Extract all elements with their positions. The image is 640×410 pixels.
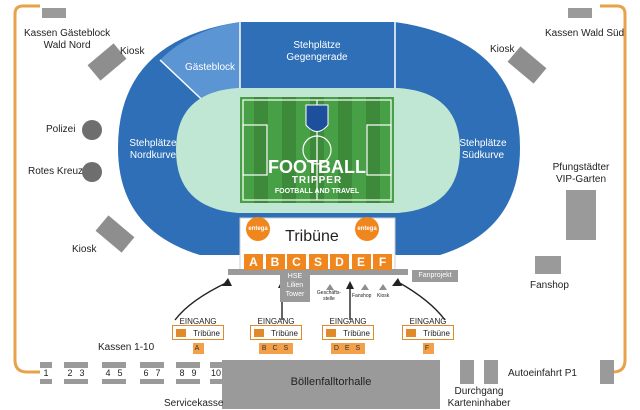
- geschaeftsstelle-label-2: stelle: [323, 296, 335, 302]
- fanshop-label: Fanshop: [530, 280, 569, 291]
- south-stand-label-1: Stehplätze: [459, 138, 507, 149]
- kasse-number: 10: [210, 368, 222, 379]
- north-stand-label-1: Stehplätze: [129, 138, 177, 149]
- hse-tower: [280, 270, 310, 302]
- kasse-number: 1: [40, 368, 52, 379]
- kasse-number: 7: [152, 368, 164, 379]
- sector-e[interactable]: E: [351, 254, 371, 270]
- main-stand-label: Tribüne: [285, 228, 339, 245]
- entrance-title: EINGANG: [179, 317, 217, 326]
- sponsor-text-left: entega: [248, 226, 268, 232]
- kiosk-nw-label: Kiosk: [120, 46, 145, 57]
- south-stand-label-2: Südkurve: [461, 150, 505, 161]
- boellenfalltorhalle-building: [222, 360, 440, 409]
- sector-s[interactable]: S: [308, 254, 328, 270]
- boundary-path-top-right: [600, 4, 627, 50]
- durchgang-label: Durchgang: [454, 386, 504, 397]
- entrance-tribune-label: Tribüne: [343, 329, 370, 338]
- kassen-1-10-label: Kassen 1-10: [98, 342, 155, 353]
- ticket-icon: [254, 329, 264, 337]
- club-crest-icon: [305, 104, 329, 132]
- entrance-tribune-box[interactable]: Tribüne: [402, 325, 454, 340]
- kasse-number: 6: [140, 368, 152, 379]
- kasse-number: 8: [176, 368, 188, 379]
- geschaeftsstelle-label-1: Geschäfts-: [316, 290, 342, 296]
- guest-block: [160, 22, 240, 112]
- vip-garten-label: VIP-Garten: [555, 174, 607, 185]
- kassen-gaesteblock-label: Kassen Gästeblock: [24, 28, 111, 39]
- north-stand-label-2: Nordkurve: [129, 150, 177, 161]
- kiosk-sw-label: Kiosk: [72, 244, 97, 255]
- entrance-title: EINGANG: [329, 317, 367, 326]
- hse-label: HSE: [287, 273, 303, 280]
- sector-c[interactable]: C: [287, 254, 306, 270]
- kiosk-ne-label: Kiosk: [490, 44, 515, 55]
- kasse-number: 4: [102, 368, 114, 379]
- entrance-tribune-label: Tribüne: [271, 329, 298, 338]
- karteninhaber-label: Karteninhaber: [447, 398, 511, 409]
- sector-a[interactable]: A: [244, 254, 263, 270]
- rotes-kreuz-marker: [82, 162, 102, 182]
- watermark-line3: FOOTBALL AND TRAVEL: [274, 188, 360, 195]
- boundary-path-top-left: [13, 4, 40, 50]
- sponsor-logo-left: [246, 217, 270, 241]
- sector-d[interactable]: D: [330, 254, 349, 270]
- kassen-wald-sued-label: Kassen Wald Süd: [545, 28, 625, 39]
- watermark-line2: TRIPPER: [291, 175, 343, 186]
- ticket-icon: [176, 329, 186, 337]
- entrance-tribune-box[interactable]: Tribüne: [172, 325, 224, 340]
- boellenfalltorhalle-label: Böllenfalltorhalle: [290, 376, 372, 388]
- entrance-title: EINGANG: [409, 317, 447, 326]
- polizei-label: Polizei: [46, 124, 76, 135]
- entrance-title: EINGANG: [257, 317, 295, 326]
- sector-b[interactable]: B: [265, 254, 285, 270]
- entrance-tribune-label: Tribüne: [193, 329, 220, 338]
- kasse-number: 5: [114, 368, 126, 379]
- polizei-marker: [82, 120, 102, 140]
- sector-f[interactable]: F: [373, 254, 392, 270]
- kasse-number: 2: [64, 368, 76, 379]
- entrance-gates[interactable]: B C S: [259, 343, 293, 354]
- tower-label: Tower: [285, 291, 305, 298]
- boundary-path-left: [13, 50, 40, 374]
- pfungstaedter-label: Pfungstädter: [552, 162, 610, 173]
- kasse-number: 3: [76, 368, 88, 379]
- sponsor-text-right: entega: [357, 226, 377, 232]
- wald-nord-label: Wald Nord: [43, 40, 91, 51]
- kasse-number: 9: [188, 368, 200, 379]
- lilien-label: Lilien: [286, 282, 304, 289]
- rotes-kreuz-label: Rotes Kreuz: [28, 166, 84, 177]
- servicekasse-label: Servicekasse: [164, 398, 224, 409]
- entrance-tribune-box[interactable]: Tribüne: [250, 325, 302, 340]
- kiosk-small-label: Kiosk: [377, 293, 390, 299]
- fanprojekt-box: Fanprojekt: [412, 270, 458, 282]
- ticket-icon: [406, 329, 416, 337]
- entrance-tribune-label: Tribüne: [423, 329, 450, 338]
- guest-block-label: Gästeblock: [184, 62, 236, 73]
- autoeinfahrt-label: Autoeinfahrt P1: [508, 368, 577, 379]
- watermark-line1: FOOTBALL: [268, 157, 366, 177]
- entrance-gates[interactable]: D E S: [331, 343, 365, 354]
- boundary-path-right: [600, 50, 627, 374]
- fanshop-small-label: Fanshop: [352, 293, 372, 299]
- ticket-icon: [326, 329, 336, 337]
- entrance-tribune-box[interactable]: Tribüne: [322, 325, 374, 340]
- sponsor-logo-right: [355, 217, 379, 241]
- back-stand-label-1: Stehplätze: [293, 40, 341, 51]
- entrance-gates[interactable]: F: [422, 343, 434, 354]
- entrance-gates[interactable]: A: [192, 343, 204, 354]
- back-stand-label-2: Gegengerade: [286, 52, 348, 63]
